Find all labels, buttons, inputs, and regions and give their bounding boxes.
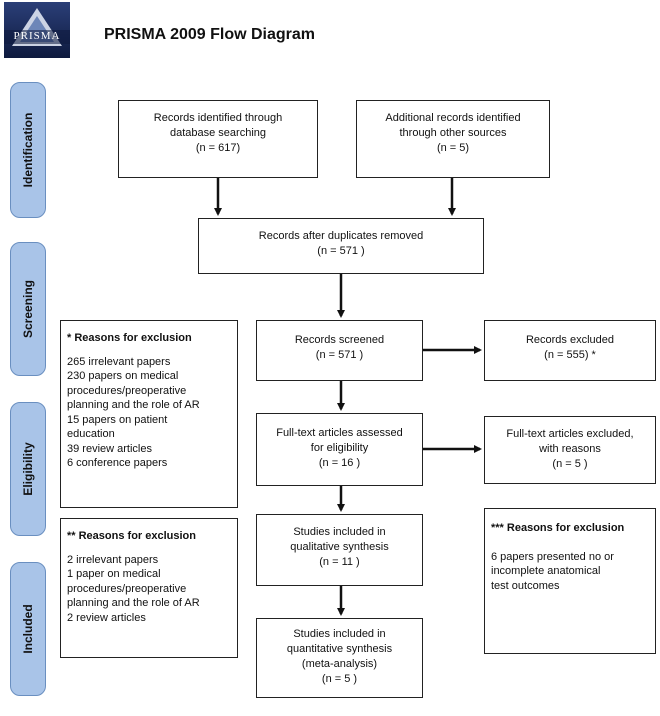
box-fulltext-assessed: Full-text articles assessed for eligibil… [256,413,423,486]
box-count: (n = 617) [195,142,241,154]
box-line: through other sources [399,127,507,139]
note-line: education [67,428,115,440]
box-count: (n = 11 ) [319,556,360,568]
stage-eligibility: Eligibility [10,402,46,536]
note-reasons-for-exclusion-2: ** Reasons for exclusion 2 irrelevant pa… [60,518,238,658]
stage-identification: Identification [10,82,46,218]
box-line: Records identified through [153,112,283,124]
note-line: planning and the role of AR [67,399,200,411]
box-count: (n = 555) * [544,349,596,361]
note-line: procedures/preoperative [67,384,187,397]
box-records-excluded: Records excluded (n = 555) * [484,320,656,381]
note-reasons-for-exclusion-3: *** Reasons for exclusion 6 papers prese… [484,508,656,654]
box-count: (n = 5 ) [552,458,588,470]
note-line: 1 paper on medical [67,568,161,580]
note-line: 39 review articles [67,442,152,455]
note-line: 6 papers presented no or [491,550,614,563]
note-reasons-for-exclusion-1: * Reasons for exclusion 265 irrelevant p… [60,320,238,508]
note-line: 2 irrelevant papers [67,553,159,566]
note-line: test outcomes [491,579,560,592]
note-line: 265 irrelevant papers [67,355,171,368]
box-fulltext-excluded: Full-text articles excluded, with reason… [484,416,656,484]
note-heading: ** Reasons for exclusion [67,530,196,542]
box-database-searching: Records identified through database sear… [118,100,318,178]
note-line: procedures/preoperative [67,582,187,595]
box-count: (n = 571 ) [317,245,365,257]
box-line: with reasons [539,443,601,455]
logo-text: PRISMA [13,30,61,42]
note-heading: *** Reasons for exclusion [491,522,625,534]
box-qualitative-synthesis: Studies included in qualitative synthesi… [256,514,423,586]
box-count: (n = 16 ) [318,457,361,469]
box-line: Additional records identified [385,112,521,124]
box-records-screened: Records screened (n = 571 ) [256,320,423,381]
box-after-duplicates: Records after duplicates removed (n = 57… [198,218,484,274]
box-other-sources: Additional records identified through ot… [356,100,550,178]
note-line: 15 papers on patient [67,413,168,426]
stage-included: Included [10,562,46,696]
box-line: quantitative synthesis [286,643,393,655]
stage-screening: Screening [10,242,46,376]
page-title: PRISMA 2009 Flow Diagram [104,26,316,43]
box-quantitative-synthesis: Studies included in quantitative synthes… [256,618,423,698]
box-line: Records after duplicates removed [258,230,424,242]
box-line: Full-text articles assessed [276,427,403,439]
box-line: database searching [169,127,266,139]
note-line: 2 review articles [67,611,146,624]
box-line: Records excluded [525,334,615,346]
box-line: Full-text articles excluded, [506,428,634,440]
box-line: Studies included in [293,526,386,538]
prisma-logo: PRISMA [4,2,70,58]
note-heading: * Reasons for exclusion [67,332,192,344]
note-line: planning and the role of AR [67,597,200,609]
note-line: 230 papers on medical [67,370,179,382]
note-line: 6 conference papers [67,457,168,469]
box-line: (meta-analysis) [301,658,378,670]
box-line: for eligibility [310,442,369,454]
box-count: (n = 571 ) [315,349,364,361]
box-count: (n = 5) [436,142,470,154]
box-line: qualitative synthesis [290,541,389,553]
note-line: incomplete anatomical [491,565,601,577]
box-line: Studies included in [293,628,386,640]
box-count: (n = 5 ) [321,673,358,685]
box-line: Records screened [294,334,385,346]
